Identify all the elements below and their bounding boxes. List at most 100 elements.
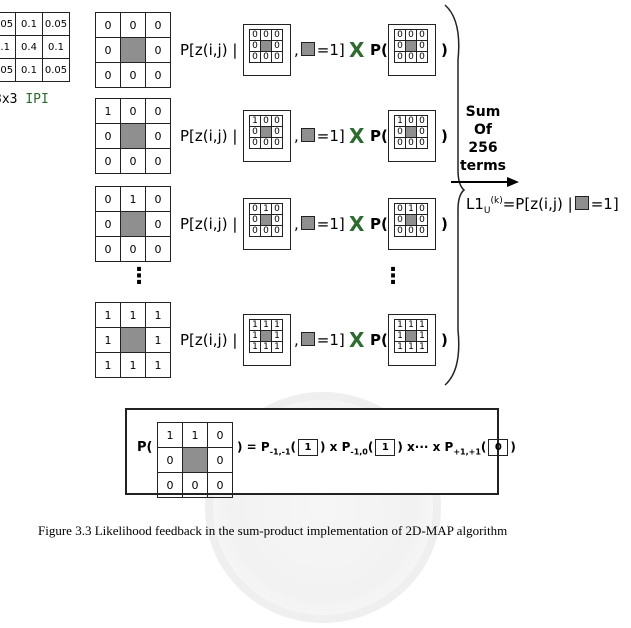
pattern-cell: 1 <box>182 422 208 448</box>
pattern-cell: 1 <box>260 203 272 215</box>
sum-line-2: Of <box>474 122 492 138</box>
pattern-cell: 1 <box>120 302 146 328</box>
pattern-cell: 0 <box>260 225 272 237</box>
comma: , <box>294 41 299 59</box>
pattern-cell: 0 <box>271 214 283 226</box>
pattern-cell: 0 <box>416 137 428 149</box>
pattern-cell: 0 <box>249 40 261 52</box>
pattern-cell: 1 <box>145 302 171 328</box>
pattern-cell: 0 <box>249 214 261 226</box>
pattern-cell: 0 <box>95 236 121 262</box>
center-pixel-square <box>300 332 315 346</box>
multiply-mark: X <box>349 328 365 352</box>
pattern-cell: 0 <box>260 137 272 149</box>
result-l1: L1 <box>466 195 484 213</box>
pattern-cell: 1 <box>394 115 406 127</box>
pattern-cell: 0 <box>120 12 146 38</box>
pattern-cell: 1 <box>120 352 146 378</box>
center-pixel-square <box>300 216 315 230</box>
pattern-cell: 1 <box>249 341 261 353</box>
multiply-mark: X <box>349 38 365 62</box>
right-brace <box>444 4 466 386</box>
pattern-cell: 0 <box>394 225 406 237</box>
factor-open-3: ( <box>480 440 487 454</box>
pattern-cell: 0 <box>95 186 121 212</box>
multiply-mark: X <box>349 212 365 236</box>
pattern-cell: 0 <box>249 126 261 138</box>
factor-sub-3: +1,+1 <box>453 447 481 457</box>
factor-expression: ) = P-1,-1(1) x P-1,0(1) x··· x P+1,+1(0… <box>237 439 516 456</box>
pattern-cell: 1 <box>394 330 406 342</box>
factor-mid-1: ) x P <box>320 440 351 454</box>
pattern-cell: 0 <box>249 225 261 237</box>
pattern-cell: 0 <box>120 62 146 88</box>
factor-p-open: P( <box>137 440 153 455</box>
equals-one: =1] <box>316 215 345 233</box>
center-pixel-square <box>300 42 315 56</box>
center-pixel-cell <box>260 126 272 138</box>
pattern-cell: 1 <box>271 330 283 342</box>
factor-sub-1: -1,-1 <box>269 447 291 457</box>
factor-eq: ) = P <box>237 440 270 454</box>
pattern-cell: 1 <box>249 330 261 342</box>
prior-close: ) <box>441 41 448 59</box>
equals-one: =1] <box>316 331 345 349</box>
conditional-prefix: P[z(i,j) | <box>180 331 238 349</box>
pattern-cell: 0 <box>145 186 171 212</box>
multiply-mark: X <box>349 124 365 148</box>
ipi-cell: 0.1 <box>15 58 43 82</box>
pattern-cell: 0 <box>271 51 283 63</box>
factor-value-box-2: 1 <box>375 439 396 456</box>
pattern-cell: 1 <box>405 341 417 353</box>
prior-open: P( <box>370 331 388 349</box>
conditional-prefix: P[z(i,j) | <box>180 41 238 59</box>
pattern-cell: 0 <box>95 62 121 88</box>
pattern-cell: 1 <box>249 115 261 127</box>
pattern-cell: 0 <box>145 123 171 149</box>
center-pixel-cell <box>260 214 272 226</box>
pattern-cell: 0 <box>260 29 272 41</box>
ipi-cell: 0.05 <box>0 58 16 82</box>
factor-sub-2: -1,0 <box>350 447 368 457</box>
pattern-cell: 0 <box>271 126 283 138</box>
pattern-cell: 0 <box>271 29 283 41</box>
prior-close: ) <box>441 331 448 349</box>
pattern-cell: 0 <box>157 447 183 473</box>
factor-end: ) <box>510 440 516 454</box>
comma: , <box>294 127 299 145</box>
ipi-label-prefix: 3x3 <box>0 92 18 107</box>
prior-close: ) <box>441 215 448 233</box>
pattern-cell: 0 <box>271 225 283 237</box>
pattern-cell: 0 <box>405 115 417 127</box>
comma: , <box>294 331 299 349</box>
factor-open-2: ( <box>367 440 374 454</box>
pattern-cell: 0 <box>416 225 428 237</box>
conditional-suffix: ,=1] <box>294 127 345 145</box>
pattern-cell: 0 <box>394 214 406 226</box>
pattern-cell: 0 <box>182 472 208 498</box>
ipi-cell: 0.1 <box>42 35 70 59</box>
pattern-cell: 0 <box>120 148 146 174</box>
pattern-cell: 0 <box>249 137 261 149</box>
brace-path <box>444 4 466 386</box>
factor-value-box-3: 0 <box>488 439 509 456</box>
pattern-cell: 0 <box>271 115 283 127</box>
pattern-cell: 0 <box>120 236 146 262</box>
pattern-cell: 0 <box>271 203 283 215</box>
figure-caption: Figure 3.3 Likelihood feedback in the su… <box>38 523 508 538</box>
pattern-cell: 1 <box>271 341 283 353</box>
pattern-cell: 0 <box>260 51 272 63</box>
pattern-cell: 1 <box>394 341 406 353</box>
pattern-cell: 0 <box>145 12 171 38</box>
